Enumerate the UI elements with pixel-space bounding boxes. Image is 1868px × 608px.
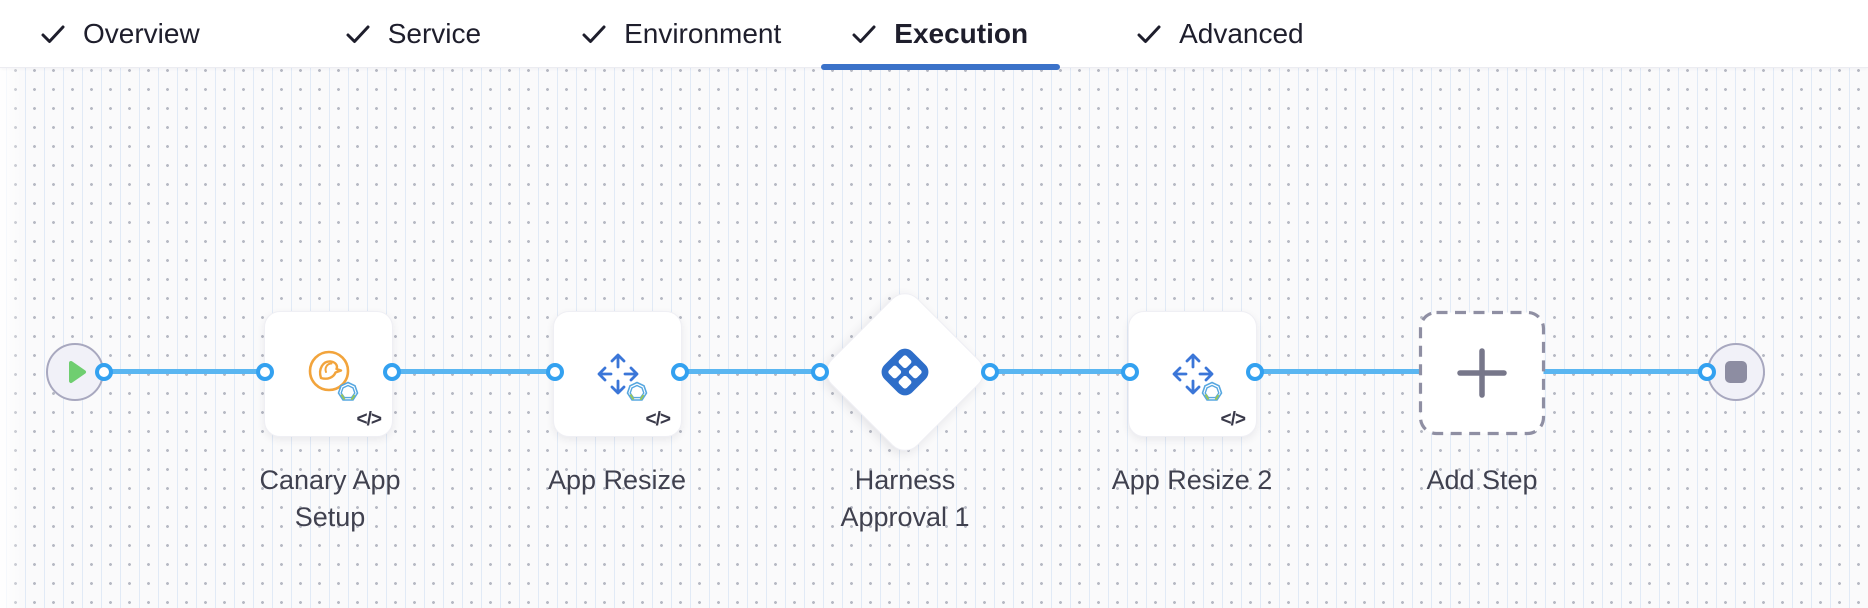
connector-point[interactable] <box>1121 363 1139 381</box>
canary-bird-icon <box>308 350 349 392</box>
connector-point[interactable] <box>811 363 829 381</box>
node-label-canary-app-setup: Canary App Setup <box>259 465 401 532</box>
tab-execution[interactable]: Execution <box>821 0 1061 70</box>
harness-logo-icon <box>881 348 929 396</box>
connector-point[interactable] <box>383 363 401 381</box>
active-tab-underline <box>821 64 1061 70</box>
node-label-add-step: Add Step <box>1426 465 1538 495</box>
check-icon <box>1137 25 1161 43</box>
tab-overview[interactable]: Overview <box>38 0 200 67</box>
connector-point[interactable] <box>1698 363 1716 381</box>
tab-label: Environment <box>624 17 782 49</box>
polygon-badge-icon <box>626 381 648 401</box>
connector-point[interactable] <box>546 363 564 381</box>
step-node-canary-app-setup[interactable]: </> <box>264 311 393 437</box>
check-icon <box>346 25 370 43</box>
execution-graph-canvas[interactable]: </> </> <box>0 68 1868 608</box>
node-label-app-resize: App Resize <box>547 465 687 495</box>
connector-point[interactable] <box>256 363 274 381</box>
check-icon <box>852 25 876 43</box>
tab-advanced[interactable]: Advanced <box>1134 0 1304 67</box>
step-node-app-resize[interactable]: </> <box>553 311 682 437</box>
resize-arrows-icon <box>1172 353 1213 395</box>
start-node <box>46 343 104 401</box>
add-step-button[interactable] <box>1418 310 1546 436</box>
connector-point[interactable] <box>1246 363 1264 381</box>
play-icon <box>68 361 86 383</box>
tab-environment[interactable]: Environment <box>579 0 781 67</box>
code-icon[interactable]: </> <box>645 409 672 430</box>
check-icon <box>582 25 606 43</box>
tab-label: Overview <box>83 17 200 49</box>
code-icon[interactable]: </> <box>356 409 383 430</box>
tab-label: Service <box>387 17 482 49</box>
resize-arrows-icon <box>597 353 638 395</box>
tab-label: Execution <box>894 17 1029 49</box>
node-label-harness-approval-1: Harness Approval 1 <box>840 465 970 532</box>
stop-icon <box>1725 361 1747 383</box>
polygon-badge-icon <box>337 381 359 401</box>
node-label-app-resize-2: App Resize 2 <box>1111 465 1273 495</box>
plus-icon <box>1457 348 1507 398</box>
connector-point[interactable] <box>95 363 113 381</box>
left-edge-fade <box>0 68 22 608</box>
check-icon <box>41 25 65 43</box>
tab-label: Advanced <box>1179 17 1304 49</box>
tab-service[interactable]: Service <box>343 0 481 67</box>
code-icon[interactable]: </> <box>1220 409 1247 430</box>
connector-point[interactable] <box>671 363 689 381</box>
connector-point[interactable] <box>981 363 999 381</box>
step-node-app-resize-2[interactable]: </> <box>1128 311 1257 437</box>
stage-tab-bar: Overview Service Environment Execution <box>0 0 1868 70</box>
polygon-badge-icon <box>1201 381 1223 401</box>
